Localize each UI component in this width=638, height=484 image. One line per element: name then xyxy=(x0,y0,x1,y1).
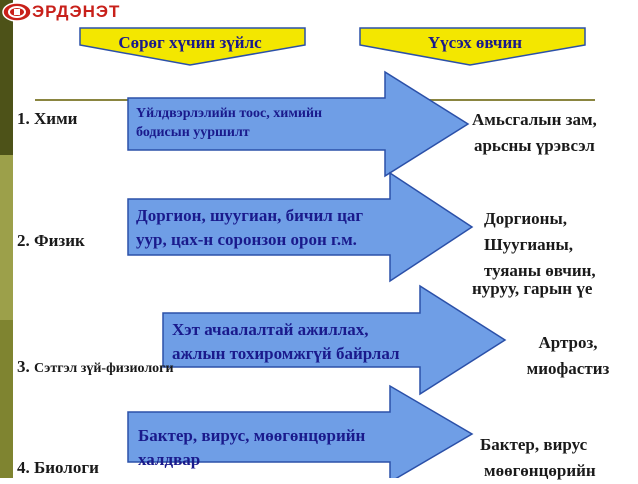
arrow-text-line: ажлын тохиромжгүй байрлал xyxy=(172,344,400,363)
arrow-text-line: уур, цах-н соронзон орон г.м. xyxy=(136,230,357,249)
row-label-main: 1. Хими xyxy=(17,109,78,128)
arrow-text-row-1: Үйлдвэрлэлийн тоос, химийн бодисын уурши… xyxy=(136,104,322,142)
effect-text-row-1: Амьсгалын зам, арьсны үрэвсэл xyxy=(472,107,597,159)
header-effect-label: Үүсэх өвчин xyxy=(427,33,523,52)
sidebar-segment xyxy=(0,155,13,320)
sidebar-segment xyxy=(0,320,13,478)
erdenet-emblem-icon xyxy=(2,2,32,22)
arrow-text-line: Үйлдвэрлэлийн тоос, химийн xyxy=(136,106,323,121)
header-cause-label: Сөрөг хүчин зүйлс xyxy=(118,33,262,52)
row-label-main: 4. Биологи xyxy=(17,458,99,477)
effect-line: арьсны үрэвсэл xyxy=(473,136,595,155)
effect-line: Доргионы, xyxy=(484,209,567,228)
header-effect-shape xyxy=(359,27,586,66)
effect-line: Амьсгалын зам, xyxy=(472,110,597,129)
arrow-text-line: Доргион, шуугиан, бичил цаг xyxy=(136,206,364,225)
sidebar-segment xyxy=(0,0,13,155)
row-label-main: 2. Физик xyxy=(17,231,85,250)
row-label-physics: 2. Физик xyxy=(17,231,85,251)
effect-line: миофастиз xyxy=(526,359,610,378)
arrow-row-3 xyxy=(162,284,507,396)
arrow-text-row-2: Доргион, шуугиан, бичил цаг уур, цах-н с… xyxy=(136,204,363,252)
row-label-main: 3. xyxy=(17,357,30,376)
left-sidebar-stripe xyxy=(0,0,13,478)
row-label-psychophysiology: 3. Сэтгэл зүй-физиологи xyxy=(17,357,174,377)
arrow-row-4 xyxy=(127,384,474,478)
row-label-chemistry: 1. Хими xyxy=(17,109,77,129)
effect-line: Бактер, вирус xyxy=(480,435,588,454)
arrow-text-line: бодисын ууршилт xyxy=(136,125,250,140)
effect-text-row-2: Доргионы, Шуугианы, туяаны өвчин, нуруу,… xyxy=(472,206,596,302)
header-cause-shape xyxy=(79,27,306,66)
effect-line: Шуугианы, xyxy=(484,235,574,254)
logo-text: ЭРДЭНЭТ xyxy=(32,2,121,21)
effect-text-row-4: Бактер, вирус мөөгөнцөрийн xyxy=(480,432,596,484)
arrow-row-1 xyxy=(127,70,470,178)
arrow-row-2 xyxy=(127,171,474,283)
effect-line: мөөгөнцөрийн xyxy=(484,461,596,480)
row-label-small: Сэтгэл зүй-физиологи xyxy=(34,361,174,376)
row-label-biology: 4. Биологи xyxy=(17,458,99,478)
effect-text-row-3: Артроз, миофастиз xyxy=(508,330,628,382)
effect-line: Артроз, xyxy=(538,333,598,352)
arrow-text-line: Хэт ачаалалтай ажиллах, xyxy=(172,320,369,339)
arrow-text-row-4: Бактер, вирус, мөөгөнцөрийн халдвар xyxy=(138,424,365,472)
effect-line: туяаны өвчин, xyxy=(484,261,596,280)
arrow-text-line: Бактер, вирус, мөөгөнцөрийн xyxy=(138,426,366,445)
arrow-text-line: халдвар xyxy=(138,450,201,469)
effect-line: нуруу, гарын үе xyxy=(472,279,593,298)
erdenet-logo: ЭРДЭНЭТ xyxy=(2,2,154,22)
arrow-text-row-3: Хэт ачаалалтай ажиллах, ажлын тохиромжгү… xyxy=(172,318,400,366)
